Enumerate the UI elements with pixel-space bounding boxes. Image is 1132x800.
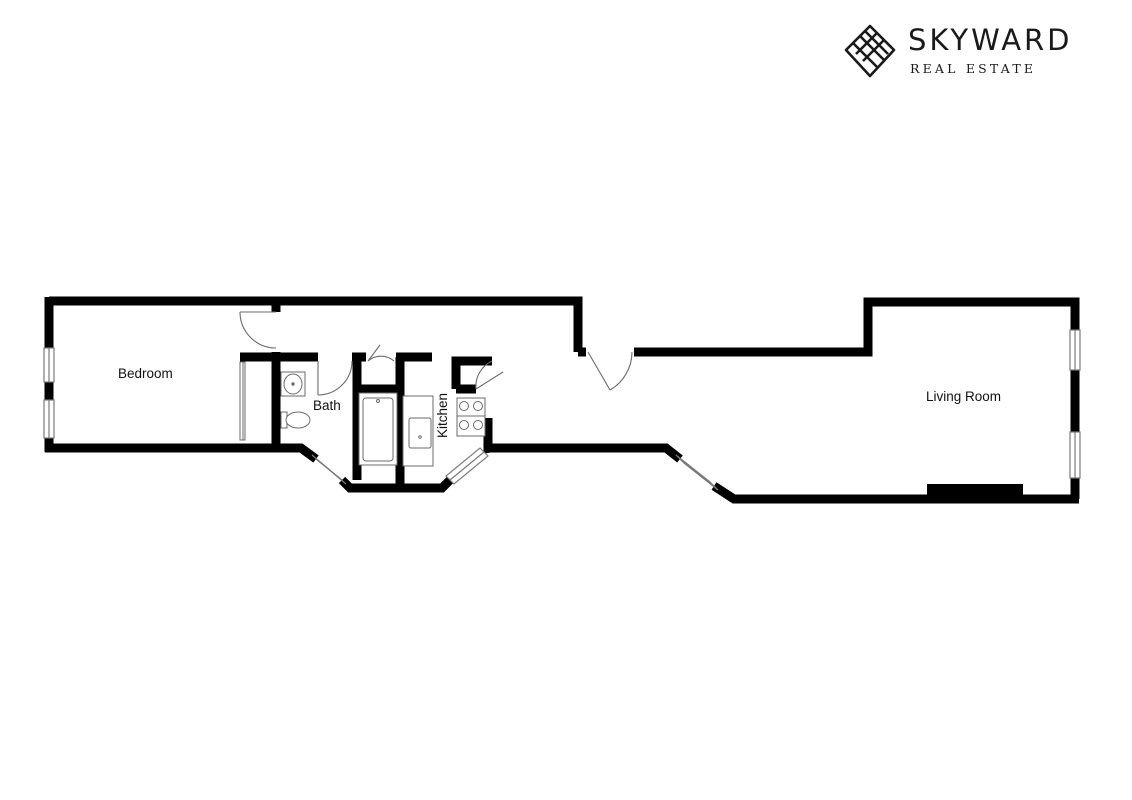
entry-door bbox=[587, 351, 633, 391]
toilet-icon bbox=[280, 411, 311, 429]
room-labels: Bedroom Bath Kitchen Living Room bbox=[118, 366, 1001, 438]
windows bbox=[43, 329, 1081, 491]
bottom-wall-right bbox=[711, 478, 1080, 504]
room-label-kitchen: Kitchen bbox=[435, 393, 450, 438]
bedroom-closet bbox=[239, 361, 246, 441]
brand-tagline: REAL ESTATE bbox=[910, 61, 1037, 76]
closet-door bbox=[367, 344, 395, 362]
top-wall-left bbox=[49, 296, 583, 352]
bedroom-door bbox=[239, 311, 277, 349]
pantry-door bbox=[475, 360, 504, 390]
bottom-wall-left bbox=[45, 443, 319, 463]
brand-logo: SKYWARD REAL ESTATE bbox=[844, 24, 1114, 84]
room-label-bath: Bath bbox=[313, 398, 341, 413]
sink-icon bbox=[280, 371, 306, 397]
stove-icon bbox=[456, 397, 486, 437]
brand-name: SKYWARD bbox=[908, 23, 1073, 57]
doors bbox=[239, 311, 633, 396]
bath-door bbox=[317, 360, 353, 396]
room-label-living-room: Living Room bbox=[926, 389, 1001, 404]
fixtures bbox=[239, 361, 486, 467]
bathtub-icon bbox=[358, 392, 398, 466]
bottom-wall-mid bbox=[483, 443, 683, 463]
top-wall-right bbox=[634, 297, 1080, 357]
kitchen-counter bbox=[402, 395, 434, 467]
fireplace bbox=[927, 484, 1023, 495]
diamond-stripes-logo-icon bbox=[844, 24, 896, 78]
room-label-bedroom: Bedroom bbox=[118, 366, 173, 381]
walls bbox=[44, 296, 1080, 504]
pantry-walls bbox=[451, 356, 492, 389]
